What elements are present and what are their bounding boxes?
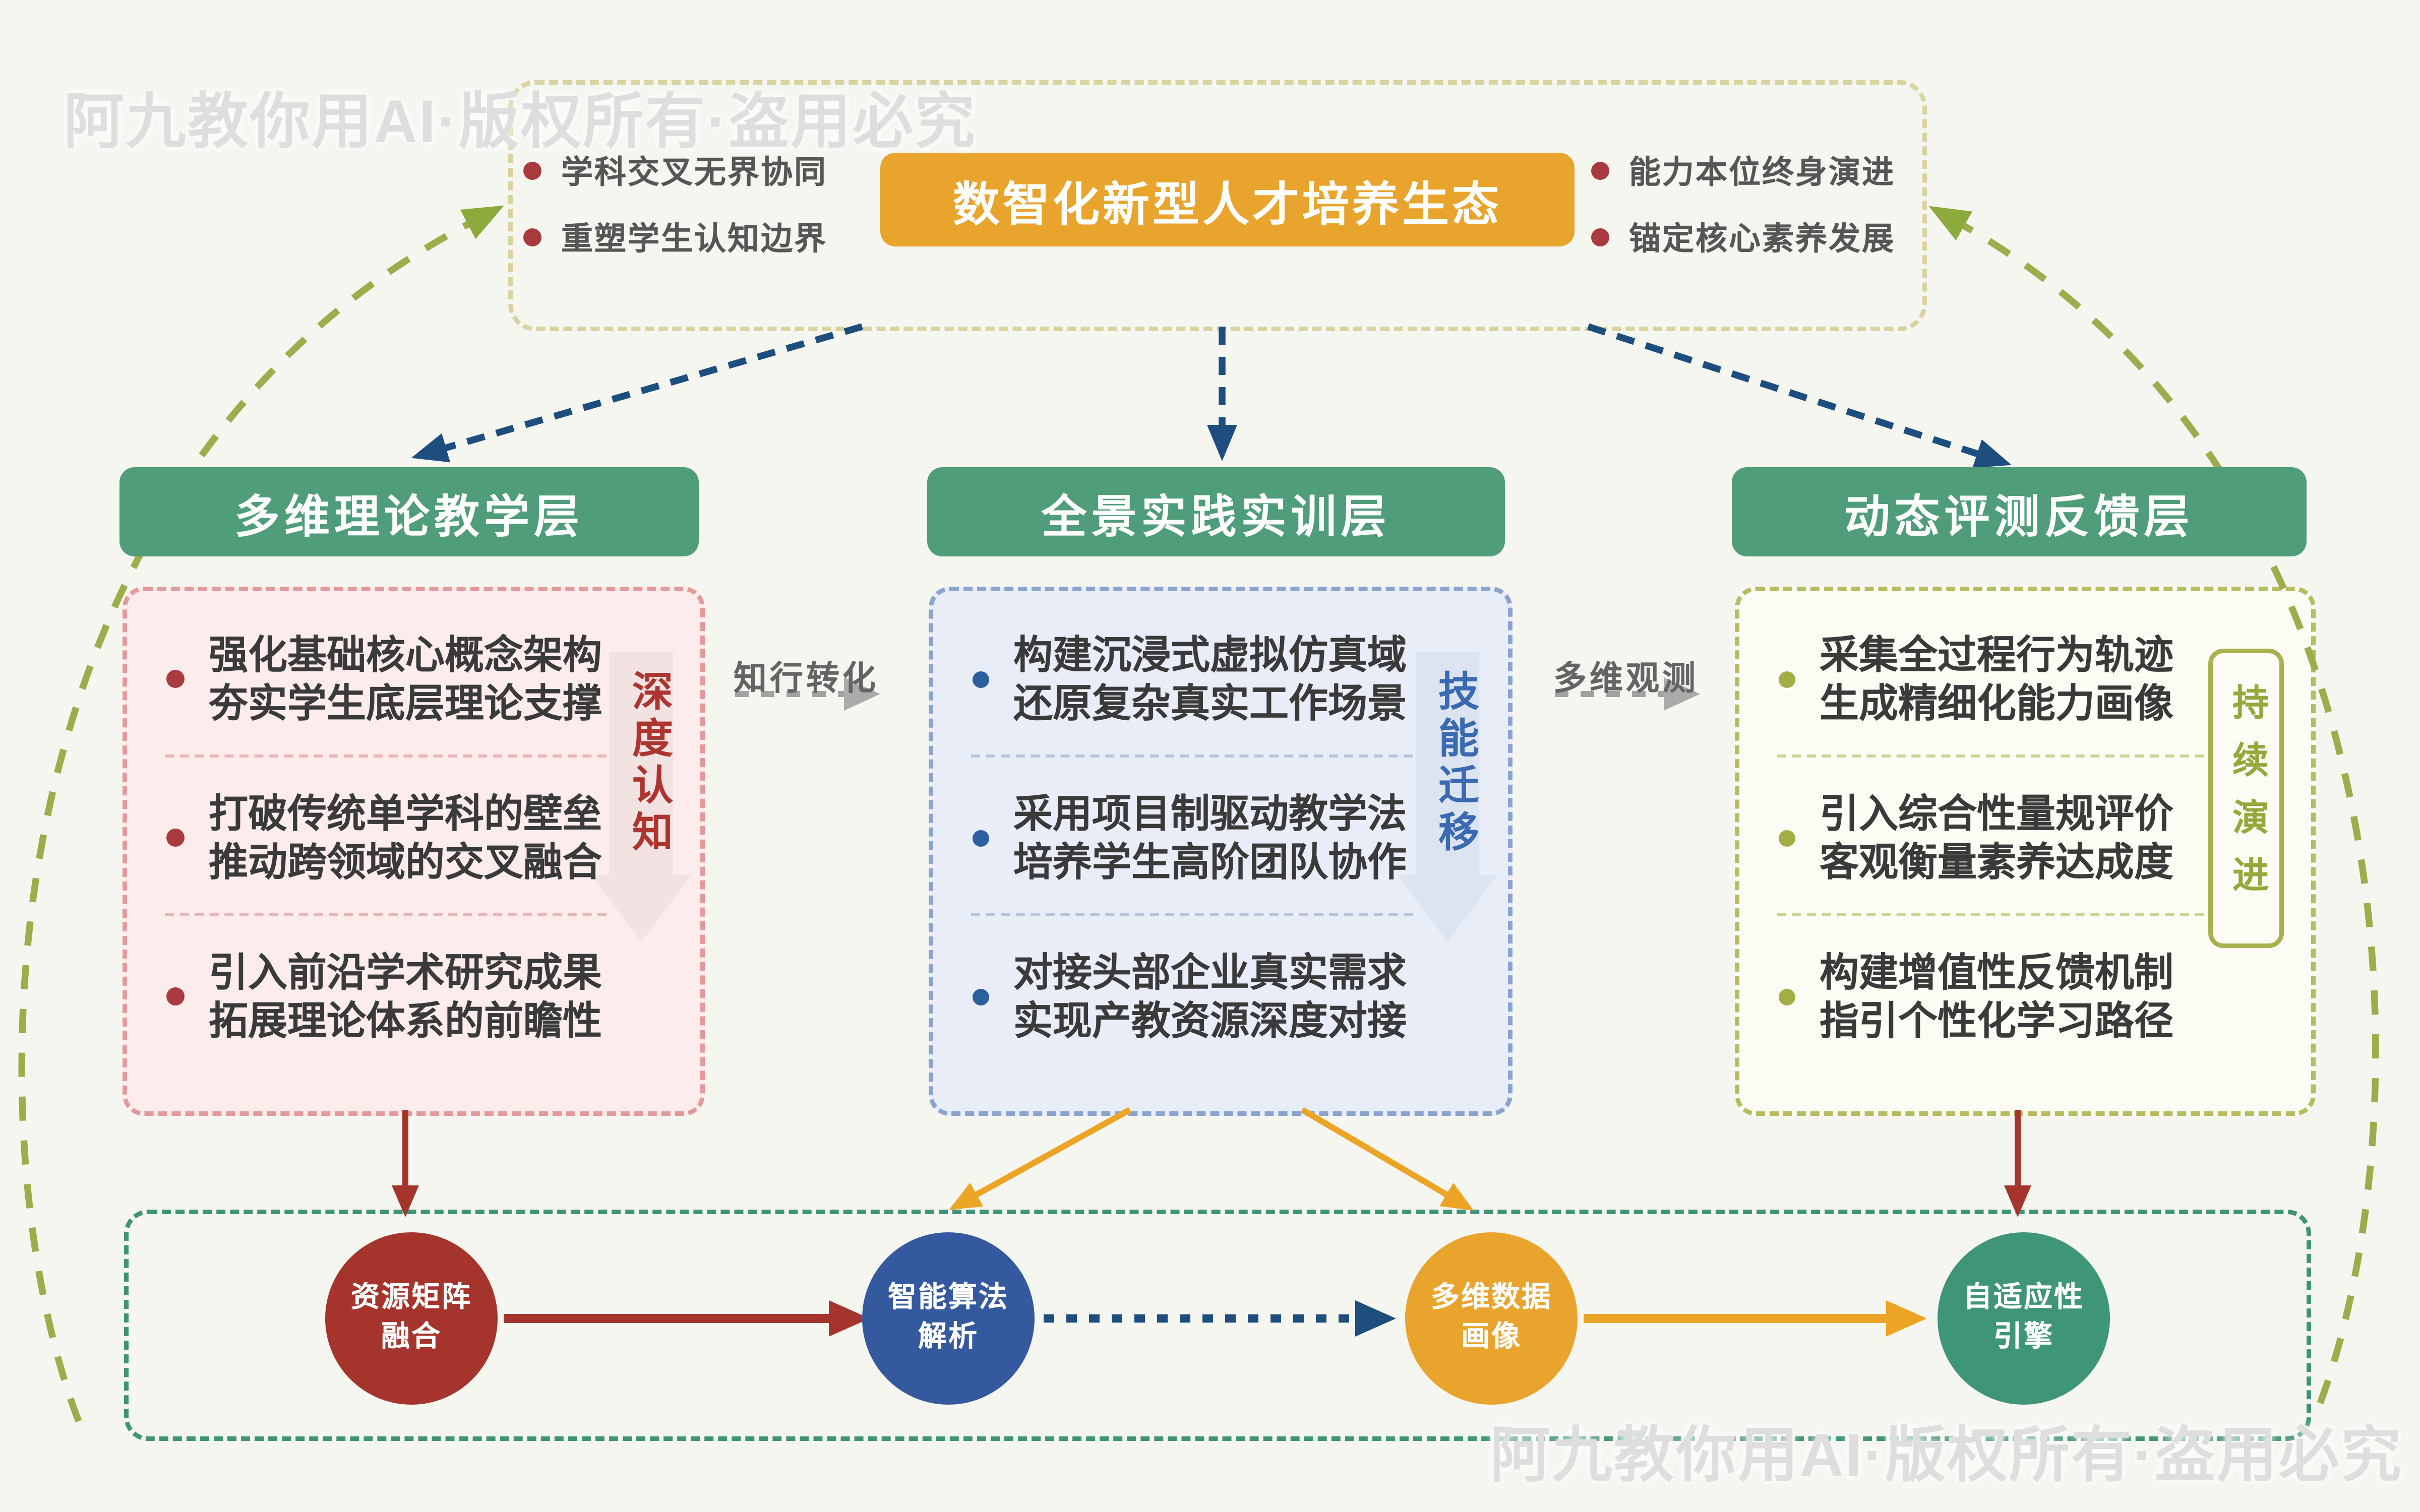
item-line: 打破传统单学科的壁垒 (209, 791, 602, 836)
side-tag-theory: 深度认知 (626, 670, 672, 857)
item-line: 采集全过程行为轨迹 (1820, 632, 2174, 677)
layer-header-theory: 多维理论教学层 (119, 467, 699, 556)
bullet-dot-icon (973, 670, 989, 687)
eco-point-label: 锚定核心素养发展 (1629, 222, 1895, 257)
flow-label-right: 多维观测 (1553, 659, 1699, 697)
node-line: 画像 (1461, 1321, 1522, 1353)
node-resource-fusion: 资源矩阵 融合 (325, 1232, 498, 1405)
node-data-portrait: 多维数据 画像 (1405, 1232, 1578, 1405)
side-tag-eval-label: 持续演进 (2225, 683, 2267, 913)
item-line: 客观衡量素养达成度 (1820, 839, 2174, 885)
arrow-eco-to-theory (411, 323, 863, 463)
node-algorithm-analysis: 智能算法 解析 (862, 1232, 1035, 1405)
list-item: 采集全过程行为轨迹 生成精细化能力画像 (1779, 631, 2173, 727)
bullet-dot-icon (1591, 228, 1609, 246)
item-line: 还原复杂真实工作场景 (1013, 680, 1407, 726)
bullet-dot-icon (523, 162, 541, 180)
divider (971, 913, 1413, 916)
item-line: 生成精细化能力画像 (1820, 680, 2174, 726)
bullet-dot-icon (166, 987, 185, 1005)
divider (1777, 913, 2219, 916)
eco-point: 锚定核心素养发展 (1591, 212, 1895, 263)
side-tag-eval: 持续演进 (2208, 649, 2284, 948)
bullet-dot-icon (973, 829, 989, 846)
item-line: 强化基础核心概念架构 (209, 632, 602, 677)
side-tag-practice: 技能迁移 (1432, 670, 1478, 857)
item-line: 拓展理论体系的前瞻性 (209, 998, 602, 1043)
eco-point: 能力本位终身演进 (1591, 145, 1895, 197)
layer-header-eval: 动态评测反馈层 (1732, 467, 2307, 556)
node-line: 资源矩阵 (350, 1282, 472, 1314)
item-line: 对接头部企业真实需求 (1013, 950, 1407, 995)
eco-point-label: 能力本位终身演进 (1629, 156, 1895, 191)
item-line: 采用项目制驱动教学法 (1013, 791, 1407, 836)
list-item: 引入前沿学术研究成果 拓展理论体系的前瞻性 (166, 948, 602, 1045)
node-line: 自适应性 (1963, 1282, 2084, 1314)
arrow-practice-to-algo (949, 1107, 1131, 1210)
divider (971, 754, 1413, 758)
item-line: 夯实学生底层理论支撑 (209, 680, 602, 726)
bullet-dot-icon (1779, 670, 1795, 687)
item-line: 实现产教资源深度对接 (1013, 998, 1407, 1043)
flow-label-left: 知行转化 (733, 659, 879, 697)
item-line: 指引个性化学习路径 (1820, 998, 2174, 1043)
arrow-practice-to-data (1300, 1107, 1474, 1211)
node-line: 多维数据 (1430, 1282, 1552, 1314)
eco-point: 重塑学生认知边界 (523, 212, 827, 263)
list-item: 引入综合性量规评价 客观衡量素养达成度 (1779, 789, 2173, 886)
layer-header-practice: 全景实践实训层 (927, 467, 1505, 556)
item-line: 引入综合性量规评价 (1820, 791, 2174, 836)
watermark-top: 阿九教你用AI·版权所有·盗用必究 (64, 89, 977, 156)
bullet-dot-icon (1591, 162, 1609, 180)
item-line: 引入前沿学术研究成果 (209, 950, 602, 995)
node-adaptive-engine: 自适应性 引擎 (1938, 1232, 2110, 1405)
node-line: 智能算法 (887, 1282, 1009, 1314)
eco-point-label: 学科交叉无界协同 (561, 156, 827, 191)
theory-box: 强化基础核心概念架构 夯实学生底层理论支撑 打破传统单学科的壁垒 推动跨领域的交… (123, 587, 705, 1116)
bullet-dot-icon (523, 228, 541, 246)
item-line: 构建增值性反馈机制 (1820, 950, 2174, 995)
bullet-dot-icon (166, 829, 185, 847)
item-line: 构建沉浸式虚拟仿真域 (1013, 632, 1407, 677)
divider (1777, 754, 2219, 758)
bullet-dot-icon (1779, 829, 1795, 846)
list-item: 构建沉浸式虚拟仿真域 还原复杂真实工作场景 (973, 631, 1407, 727)
watermark-bottom: 阿九教你用AI·版权所有·盗用必究 (1490, 1423, 2403, 1489)
ecosystem-panel (508, 80, 1927, 331)
eco-point-label: 重塑学生认知边界 (561, 222, 827, 257)
list-item: 强化基础核心概念架构 夯实学生底层理论支撑 (166, 631, 602, 727)
divider (165, 754, 607, 758)
ecosystem-title: 数智化新型人才培养生态 (880, 153, 1575, 246)
list-item: 打破传统单学科的壁垒 推动跨领域的交叉融合 (166, 789, 602, 886)
eco-point: 学科交叉无界协同 (523, 145, 827, 197)
bullet-dot-icon (973, 988, 989, 1005)
list-item: 构建增值性反馈机制 指引个性化学习路径 (1779, 948, 2173, 1045)
divider (165, 913, 607, 916)
item-line: 培养学生高阶团队协作 (1013, 839, 1407, 885)
practice-box: 构建沉浸式虚拟仿真域 还原复杂真实工作场景 采用项目制驱动教学法 培养学生高阶团… (929, 587, 1512, 1116)
arrow-eco-to-eval (1587, 323, 2012, 468)
node-line: 融合 (381, 1321, 442, 1353)
node-line: 解析 (918, 1321, 979, 1353)
node-line: 引擎 (1993, 1321, 2054, 1353)
bullet-dot-icon (166, 670, 185, 688)
list-item: 对接头部企业真实需求 实现产教资源深度对接 (973, 948, 1407, 1045)
list-item: 采用项目制驱动教学法 培养学生高阶团队协作 (973, 789, 1407, 886)
item-line: 推动跨领域的交叉融合 (209, 839, 602, 885)
bullet-dot-icon (1779, 988, 1795, 1005)
